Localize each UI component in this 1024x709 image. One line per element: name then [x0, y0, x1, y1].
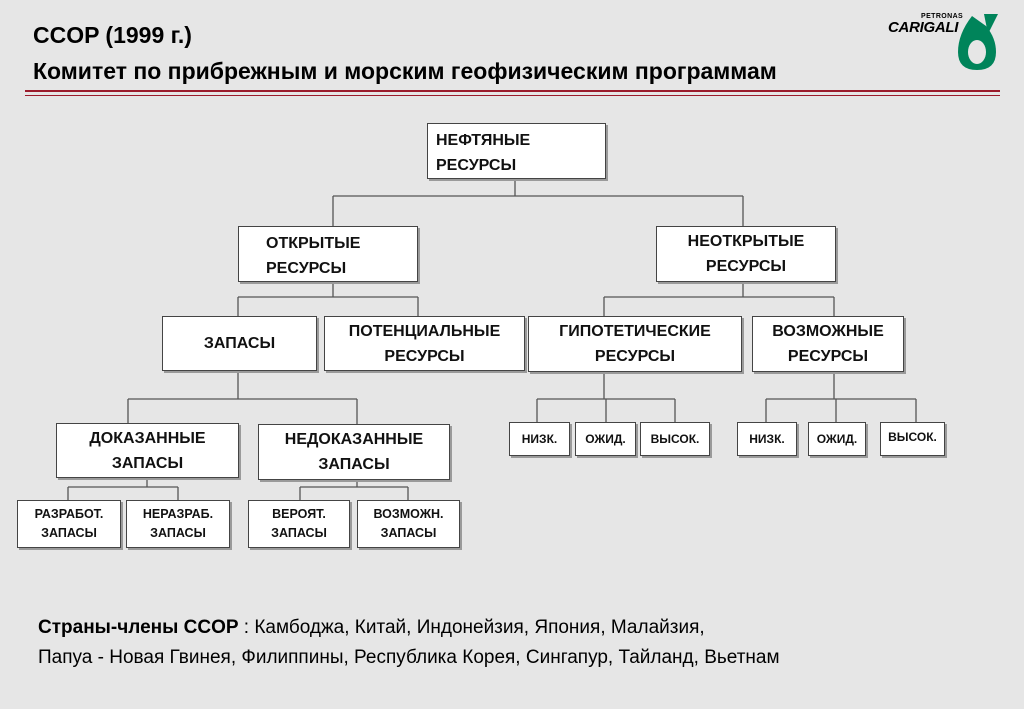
node-developed-reserves: РАЗРАБОТ. ЗАПАСЫ [17, 500, 121, 548]
node-possible-reserves: ВОЗМОЖН. ЗАПАСЫ [357, 500, 460, 548]
node-probable-reserves: ВЕРОЯТ. ЗАПАСЫ [248, 500, 350, 548]
node-proved-reserves: ДОКАЗАННЫЕ ЗАПАСЫ [56, 423, 239, 478]
logo-text: CARIGALI [888, 19, 959, 36]
node-potential-resources: ПОТЕНЦИАЛЬНЫЕ РЕСУРСЫ [324, 316, 525, 371]
node-possible-res-line1: ВОЗМОЖН. [373, 507, 444, 521]
node-developed-line1: РАЗРАБОТ. [34, 507, 104, 521]
header-rule-thin [25, 95, 1000, 96]
node-proved-line1: ДОКАЗАННЫЕ [89, 429, 206, 447]
node-pos-low-label: НИЗК. [749, 432, 785, 446]
node-undeveloped-line2: ЗАПАСЫ [150, 526, 206, 540]
node-undeveloped-line1: НЕРАЗРАБ. [142, 507, 214, 521]
node-undiscovered-resources: НЕОТКРЫТЫЕ РЕСУРСЫ [656, 226, 836, 282]
node-unproved-reserves: НЕДОКАЗАННЫЕ ЗАПАСЫ [258, 424, 450, 480]
member-countries-line1: : Камбоджа, Китай, Индонейзия, Япония, М… [238, 617, 705, 638]
node-pos-low: НИЗК. [737, 422, 797, 456]
node-potential-line1: ПОТЕНЦИАЛЬНЫЕ [348, 322, 501, 340]
header-rule [25, 90, 1000, 92]
node-hyp-expected-label: ОЖИД. [585, 432, 626, 446]
node-undeveloped-reserves: НЕРАЗРАБ. ЗАПАСЫ [126, 500, 230, 548]
member-countries-line2: Папуа - Новая Гвинея, Филиппины, Республ… [38, 647, 780, 668]
node-discovered-resources: ОТКРЫТЫЕ РЕСУРСЫ [238, 226, 418, 282]
node-possible-line1: ВОЗМОЖНЫЕ [772, 323, 884, 340]
node-possible-line2: РЕСУРСЫ [787, 348, 869, 365]
node-oil-resources-line1: НЕФТЯНЫЕ [436, 132, 531, 149]
node-probable-line1: ВЕРОЯТ. [272, 507, 326, 521]
node-undiscovered-line1: НЕОТКРЫТЫЕ [687, 233, 805, 250]
page-subtitle: Комитет по прибрежным и морским геофизич… [33, 58, 777, 84]
node-pos-high-label: ВЫСОК. [888, 430, 937, 444]
node-hypothetical-line2: РЕСУРСЫ [594, 348, 676, 365]
member-countries: Страны-члены CCOP : Камбоджа, Китай, Инд… [38, 613, 780, 673]
node-hyp-low: НИЗК. [509, 422, 570, 456]
node-pos-high: ВЫСОК. [880, 422, 945, 456]
node-hyp-low-label: НИЗК. [521, 432, 558, 446]
node-oil-resources-line2: РЕСУРСЫ [436, 157, 517, 174]
node-oil-resources: НЕФТЯНЫЕ РЕСУРСЫ [427, 123, 606, 179]
page-title: CCOP (1999 г.) [33, 22, 192, 48]
node-unproved-line2: ЗАПАСЫ [318, 456, 390, 473]
node-reserves: ЗАПАСЫ [162, 316, 317, 371]
node-potential-line2: РЕСУРСЫ [384, 347, 465, 365]
node-probable-line2: ЗАПАСЫ [271, 526, 327, 540]
logo-small-text: PETRONAS [921, 13, 964, 20]
node-reserves-label: ЗАПАСЫ [203, 335, 276, 352]
node-hyp-high-label: ВЫСОК. [650, 432, 700, 446]
node-pos-expected-label: ОЖИД. [816, 432, 858, 446]
node-hyp-high: ВЫСОК. [640, 422, 710, 456]
company-logo: PETRONAS CARIGALI [888, 12, 1000, 72]
node-undiscovered-line2: РЕСУРСЫ [705, 258, 787, 275]
node-discovered-line1: ОТКРЫТЫЕ [266, 235, 361, 252]
node-hypothetical-resources: ГИПОТЕТИЧЕСКИЕ РЕСУРСЫ [528, 316, 742, 372]
node-possible-res-line2: ЗАПАСЫ [380, 526, 437, 540]
petronas-drop-icon [958, 14, 998, 70]
node-pos-expected: ОЖИД. [808, 422, 866, 456]
node-developed-line2: ЗАПАСЫ [41, 526, 97, 540]
member-countries-label: Страны-члены CCOP [38, 617, 239, 638]
node-proved-line2: ЗАПАСЫ [111, 454, 184, 472]
node-possible-resources: ВОЗМОЖНЫЕ РЕСУРСЫ [752, 316, 904, 372]
node-hypothetical-line1: ГИПОТЕТИЧЕСКИЕ [559, 323, 711, 340]
node-hyp-expected: ОЖИД. [575, 422, 636, 456]
node-unproved-line1: НЕДОКАЗАННЫЕ [284, 431, 424, 448]
node-discovered-line2: РЕСУРСЫ [266, 260, 347, 277]
